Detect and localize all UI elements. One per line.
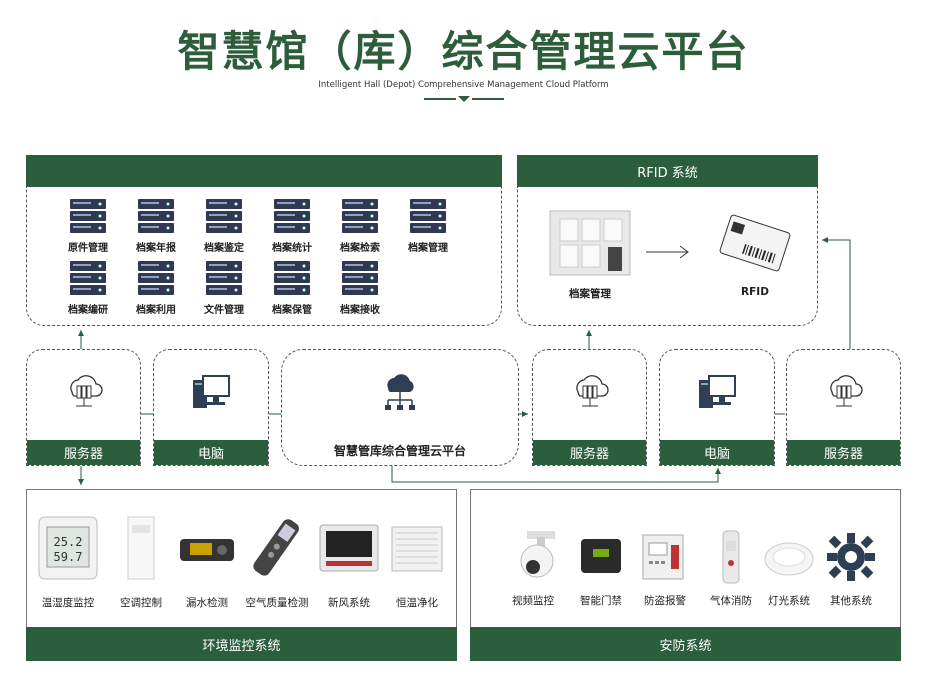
computer-node-right: 电脑	[659, 349, 775, 466]
archive-cabinet-image	[548, 207, 632, 279]
server-icon	[121, 198, 191, 238]
gas-extinguisher-image	[698, 527, 764, 587]
env-device-label: 空气质量检测	[242, 595, 312, 610]
archive-item: 档案检索	[325, 198, 395, 254]
cloud-network-icon	[380, 372, 420, 416]
server-icon	[257, 260, 327, 300]
archive-item-label: 原件管理	[53, 239, 123, 254]
archive-item-label: 档案检索	[325, 239, 395, 254]
security-device: 其他系统	[818, 527, 884, 608]
server-icon	[189, 198, 259, 238]
svg-text:59.7: 59.7	[54, 550, 83, 564]
leak-detector-image	[172, 513, 242, 585]
security-device: 防盗报警	[632, 527, 698, 608]
rfid-panel-header: RFID 系统	[517, 155, 818, 187]
security-device: 智能门禁	[568, 527, 634, 608]
archive-item: 文件管理	[189, 260, 259, 316]
archive-item-label: 档案管理	[393, 239, 463, 254]
env-device: 空气质量检测	[242, 513, 312, 610]
env-device-label: 温湿度监控	[33, 595, 103, 610]
security-panel-footer: 安防系统	[470, 627, 901, 661]
cloud-platform-label: 智慧管库综合管理云平台	[282, 442, 518, 459]
archive-item-label: 档案利用	[121, 301, 191, 316]
archive-item-label: 档案编研	[53, 301, 123, 316]
server-node-right: 服务器	[786, 349, 901, 466]
alarm-panel-image	[632, 527, 698, 587]
archive-item: 档案利用	[121, 260, 191, 316]
security-device: 灯光系统	[756, 527, 822, 608]
archive-item: 档案接收	[325, 260, 395, 316]
env-device-label: 新风系统	[314, 595, 384, 610]
rfid-card-image	[712, 207, 798, 279]
security-device-label: 智能门禁	[568, 593, 634, 608]
env-device-label: 漏水检测	[172, 595, 242, 610]
archive-item-label: 档案鉴定	[189, 239, 259, 254]
security-device: 视频监控	[500, 527, 566, 608]
archive-item-label: 档案统计	[257, 239, 327, 254]
server-left-label: 服务器	[27, 440, 140, 465]
cloud-platform-node: 智慧管库综合管理云平台	[281, 349, 519, 466]
env-panel-footer: 环境监控系统	[26, 627, 457, 661]
archive-item: 档案保管	[257, 260, 327, 316]
computer-icon	[191, 374, 231, 416]
env-device: 空调控制	[106, 513, 176, 610]
archive-item: 档案编研	[53, 260, 123, 316]
archive-item-label: 档案保管	[257, 301, 327, 316]
rfid-left-label: 档案管理	[548, 286, 632, 301]
cloud-server-icon	[570, 372, 610, 416]
server-mid-label: 服务器	[533, 440, 646, 465]
cloud-server-icon	[824, 372, 864, 416]
env-device: 漏水检测	[172, 513, 242, 610]
ceiling-light-image	[756, 527, 822, 587]
cloud-server-icon	[64, 372, 104, 416]
archive-item: 档案管理	[393, 198, 463, 254]
archive-item-label: 档案接收	[325, 301, 395, 316]
archive-item-label: 文件管理	[189, 301, 259, 316]
security-device-label: 灯光系统	[756, 593, 822, 608]
security-device-label: 防盗报警	[632, 593, 698, 608]
archive-panel-header	[26, 155, 502, 187]
archive-item: 档案年报	[121, 198, 191, 254]
svg-text:25.2: 25.2	[54, 535, 83, 549]
server-right-label: 服务器	[787, 440, 900, 465]
air-conditioner-image	[106, 513, 176, 585]
server-icon	[53, 260, 123, 300]
archive-item-label: 档案年报	[121, 239, 191, 254]
computer-right-label: 电脑	[660, 440, 774, 465]
fresh-air-unit-image	[314, 513, 384, 585]
computer-icon	[697, 374, 737, 416]
server-node-mid: 服务器	[532, 349, 647, 466]
rfid-right-label: RFID	[712, 286, 798, 298]
computer-node-left: 电脑	[153, 349, 269, 466]
server-icon	[189, 260, 259, 300]
archive-item: 档案统计	[257, 198, 327, 254]
security-device-label: 气体消防	[698, 593, 764, 608]
security-device-label: 其他系统	[818, 593, 884, 608]
server-icon	[325, 260, 395, 300]
security-device-label: 视频监控	[500, 593, 566, 608]
server-node-left: 服务器	[26, 349, 141, 466]
security-device: 气体消防	[698, 527, 764, 608]
server-icon	[393, 198, 463, 238]
server-icon	[257, 198, 327, 238]
env-device-label: 空调控制	[106, 595, 176, 610]
server-icon	[325, 198, 395, 238]
server-icon	[53, 198, 123, 238]
video-camera-image	[500, 527, 566, 587]
purifier-image	[382, 513, 452, 585]
env-device: 恒温净化	[382, 513, 452, 610]
computer-left-label: 电脑	[154, 440, 268, 465]
archive-item: 档案鉴定	[189, 198, 259, 254]
gear-icon	[818, 527, 884, 587]
access-control-image	[568, 527, 634, 587]
env-device-label: 恒温净化	[382, 595, 452, 610]
env-device: 新风系统	[314, 513, 384, 610]
air-quality-meter-image	[242, 513, 312, 585]
server-icon	[121, 260, 191, 300]
archive-item: 原件管理	[53, 198, 123, 254]
